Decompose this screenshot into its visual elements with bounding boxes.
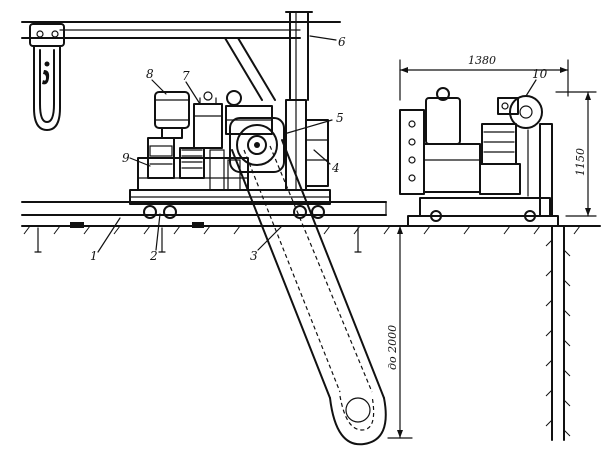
dimension-depth: до 2000 <box>386 325 399 370</box>
hoist-hook <box>29 23 65 131</box>
dimension-width: 1380 <box>468 54 496 67</box>
overhead-crane-beam <box>21 11 341 101</box>
callout-10: 10 <box>532 67 548 81</box>
callout-5: 5 <box>336 111 344 125</box>
callout-8: 8 <box>146 67 154 81</box>
leader-lines <box>97 35 537 253</box>
callout-1: 1 <box>90 249 98 263</box>
dimension-lines <box>387 59 597 439</box>
callout-7: 7 <box>182 69 190 83</box>
callout-6: 6 <box>338 35 346 49</box>
callout-9: 9 <box>122 151 130 165</box>
secondary-unit <box>399 87 571 441</box>
callout-2: 2 <box>149 249 158 263</box>
inclined-boring-arm <box>231 139 387 446</box>
callout-3: 3 <box>250 249 258 263</box>
callout-4: 4 <box>331 161 340 175</box>
dimension-height: 1150 <box>574 148 587 176</box>
main-drilling-unit <box>129 90 331 219</box>
